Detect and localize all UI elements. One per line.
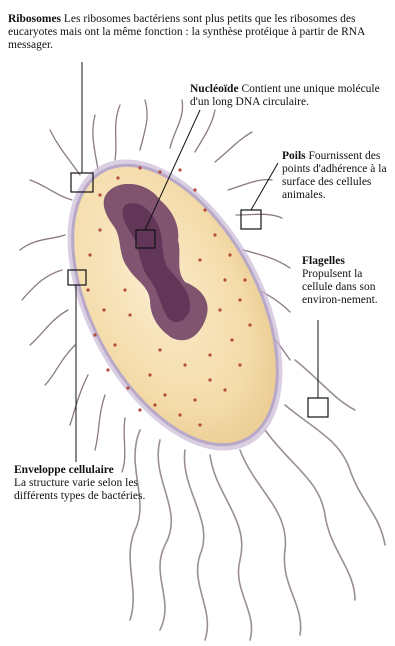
poils-label: Poils Fournissent des points d'adhérence… (282, 150, 392, 202)
flagelles-label: Flagelles Propulsent la cellule dans son… (302, 255, 392, 307)
flagellum-callout-box (308, 398, 328, 417)
poils-title: Poils (282, 150, 306, 162)
ribosomes-title: Ribosomes (8, 13, 61, 25)
flagelles-title: Flagelles (302, 255, 392, 268)
ribosomes-label: Ribosomes Les ribosomes bactériens sont … (8, 13, 388, 52)
ribosomes-text: Les ribosomes bactériens sont plus petit… (8, 13, 365, 51)
enveloppe-title: Enveloppe cellulaire (14, 464, 174, 477)
flagelles-text: Propulsent la cellule dans son environ-n… (302, 268, 378, 306)
nucleoide-title: Nucléoïde (190, 83, 239, 95)
nucleoide-label: Nucléoïde Contient une unique molécule d… (190, 83, 380, 109)
hair-leader (251, 163, 278, 210)
hair-callout-box (241, 210, 261, 229)
enveloppe-text: La structure varie selon les différents … (14, 477, 145, 502)
enveloppe-label: Enveloppe cellulaire La structure varie … (14, 464, 174, 503)
